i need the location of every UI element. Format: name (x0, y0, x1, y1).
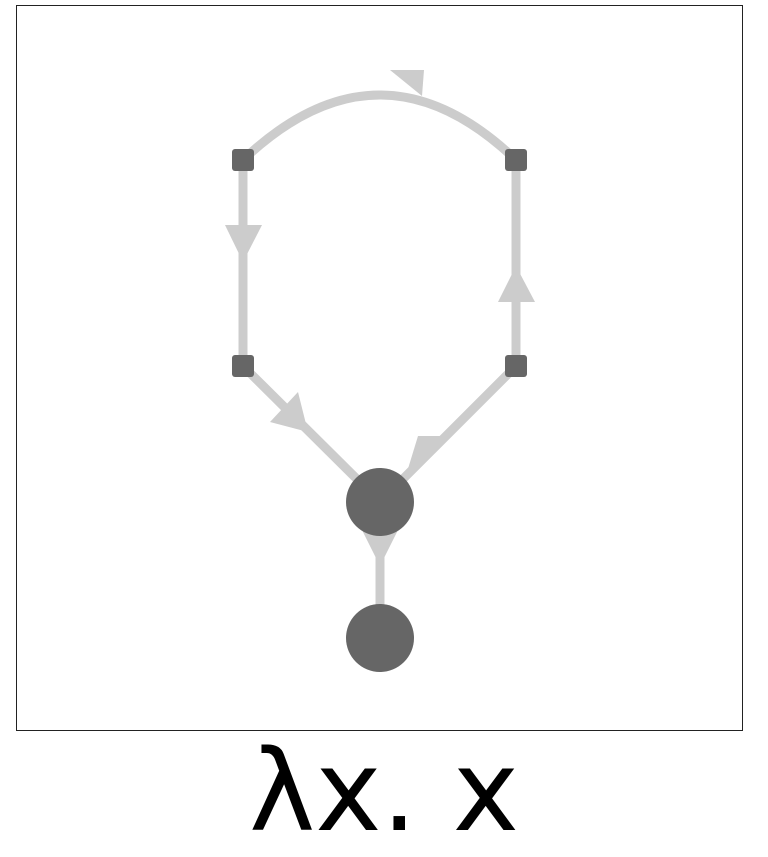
arrow-top-arc (390, 70, 424, 96)
lambda-term-caption: λx. x (248, 727, 520, 857)
ports (232, 149, 527, 377)
node-bottom-left (232, 355, 254, 377)
node-root (346, 604, 414, 672)
edge-top-arc (238, 90, 521, 165)
arrow-right-up (498, 266, 535, 302)
arrow-left-down (225, 225, 262, 262)
node-top-left (232, 149, 254, 171)
circle-nodes (346, 468, 414, 672)
node-bottom-right (505, 355, 527, 377)
arrow-left-diagonal (270, 392, 308, 432)
node-top-right (505, 149, 527, 171)
arrow-stem-down (362, 530, 398, 566)
node-lambda (346, 468, 414, 536)
arrowheads (225, 70, 535, 566)
arrow-right-diagonal (407, 436, 445, 472)
